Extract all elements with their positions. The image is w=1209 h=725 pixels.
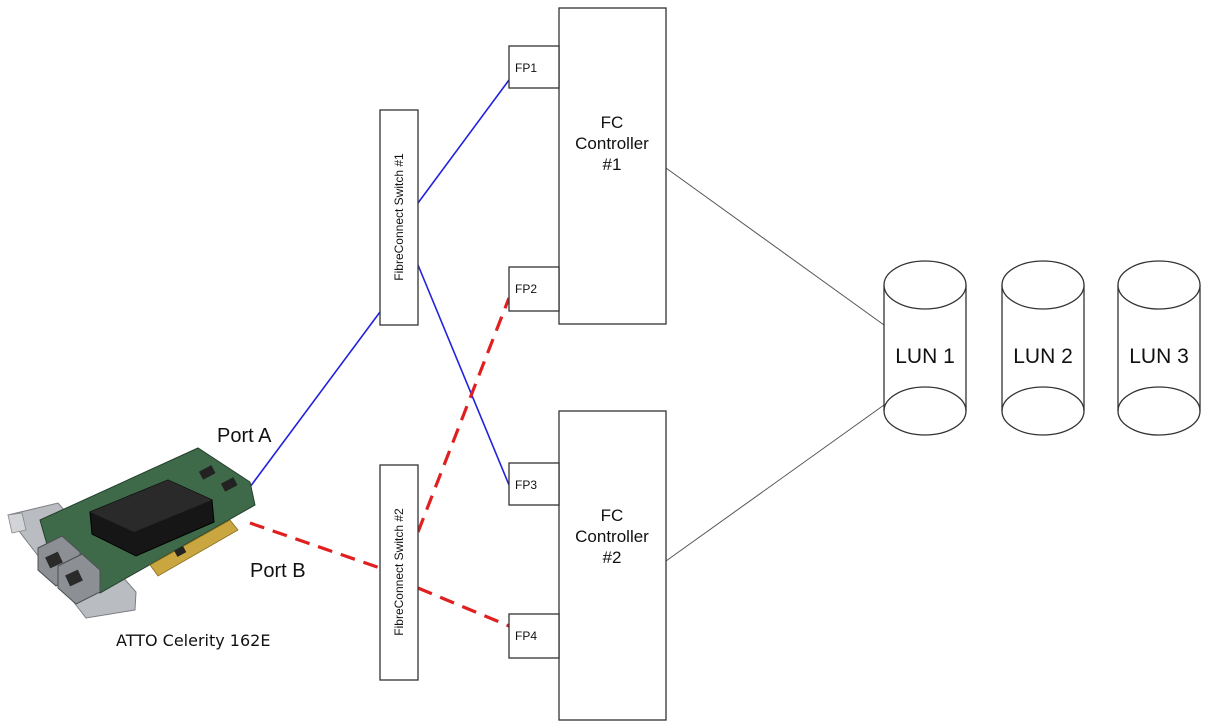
link-controller2-luns (665, 404, 885, 562)
hba-card-image (7, 447, 256, 619)
link-switch1-fp3 (417, 264, 510, 486)
controller-1-line-3: #1 (603, 155, 622, 174)
fabric-port-fp4: FP4 (508, 613, 560, 659)
lun-3-cylinder: LUN 3 (1117, 260, 1201, 436)
lun-2-cylinder: LUN 2 (1001, 260, 1085, 436)
link-switch2-fp2 (416, 297, 511, 533)
link-porta-switch1 (249, 311, 381, 488)
lun-3-label: LUN 3 (1129, 345, 1189, 368)
path-b-links (249, 297, 511, 628)
storage-links (665, 167, 885, 562)
fabric-port-fp2: FP2 (508, 266, 560, 312)
lun-1-cylinder: LUN 1 (883, 260, 967, 436)
path-a-links (249, 79, 510, 488)
link-controller1-luns (665, 167, 885, 326)
switch-2-label: FibreConnect Switch #2 (392, 508, 406, 636)
lun-2-label: LUN 2 (1013, 345, 1073, 368)
controller-1-line-2: Controller (575, 134, 649, 153)
fp3-label: FP3 (515, 478, 537, 492)
hba-caption: ATTO Celerity 162E (116, 631, 270, 650)
fabric-port-fp1: FP1 (508, 45, 560, 89)
controller-2-line-3: #2 (603, 548, 622, 567)
controller-1-line-1: FC (601, 113, 624, 132)
fp2-label: FP2 (515, 282, 537, 296)
link-switch2-fp4 (417, 586, 510, 628)
fp1-label: FP1 (515, 61, 537, 75)
link-switch1-fp1 (417, 79, 510, 204)
fc-controller-1: FC Controller #1 (558, 7, 667, 325)
fibreconnect-switch-1: FibreConnect Switch #1 (379, 109, 419, 326)
controller-2-line-1: FC (601, 506, 624, 525)
switch-1-label: FibreConnect Switch #1 (392, 153, 406, 281)
controller-2-line-2: Controller (575, 527, 649, 546)
fp4-label: FP4 (515, 629, 537, 643)
fabric-port-fp3: FP3 (508, 462, 560, 506)
fc-controller-2: FC Controller #2 (558, 410, 667, 721)
fibreconnect-switch-2: FibreConnect Switch #2 (379, 464, 419, 681)
port-b-label: Port B (250, 560, 306, 582)
lun-1-label: LUN 1 (895, 345, 955, 368)
port-a-label: Port A (217, 425, 272, 447)
